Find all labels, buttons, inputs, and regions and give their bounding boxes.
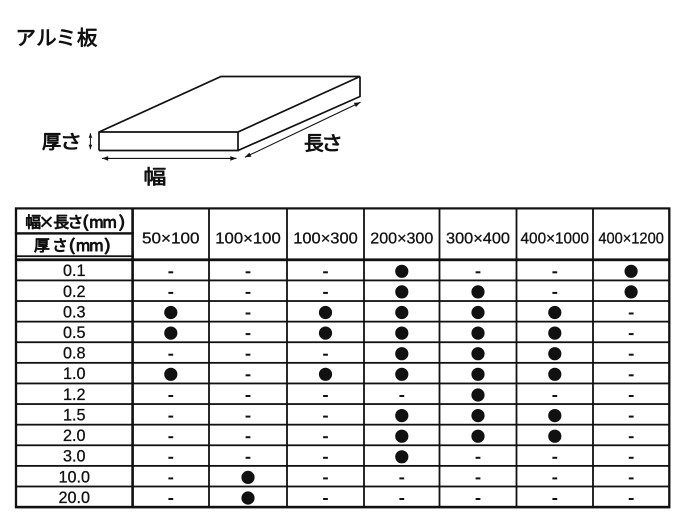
svg-text:1.5: 1.5 [63, 407, 86, 425]
svg-text:3.0: 3.0 [63, 448, 86, 466]
svg-text:10.0: 10.0 [59, 468, 91, 486]
svg-text:1.2: 1.2 [63, 386, 86, 404]
svg-text:50×100: 50×100 [142, 231, 200, 248]
svg-text:0.8: 0.8 [63, 345, 86, 363]
svg-text:200×300: 200×300 [370, 231, 433, 248]
svg-text:0.5: 0.5 [63, 324, 86, 342]
svg-text:2.0: 2.0 [63, 427, 86, 445]
svg-text:1.0: 1.0 [63, 365, 86, 383]
svg-text:100×300: 100×300 [293, 231, 358, 248]
svg-text:300×400: 300×400 [446, 231, 510, 248]
svg-text:0.3: 0.3 [63, 303, 86, 321]
svg-text:400×1000: 400×1000 [521, 231, 590, 248]
svg-text:0.2: 0.2 [63, 283, 86, 301]
svg-text:0.1: 0.1 [63, 262, 86, 280]
svg-text:400×1200: 400×1200 [598, 231, 664, 248]
svg-text:100×100: 100×100 [215, 231, 281, 248]
svg-text:20.0: 20.0 [59, 489, 91, 507]
